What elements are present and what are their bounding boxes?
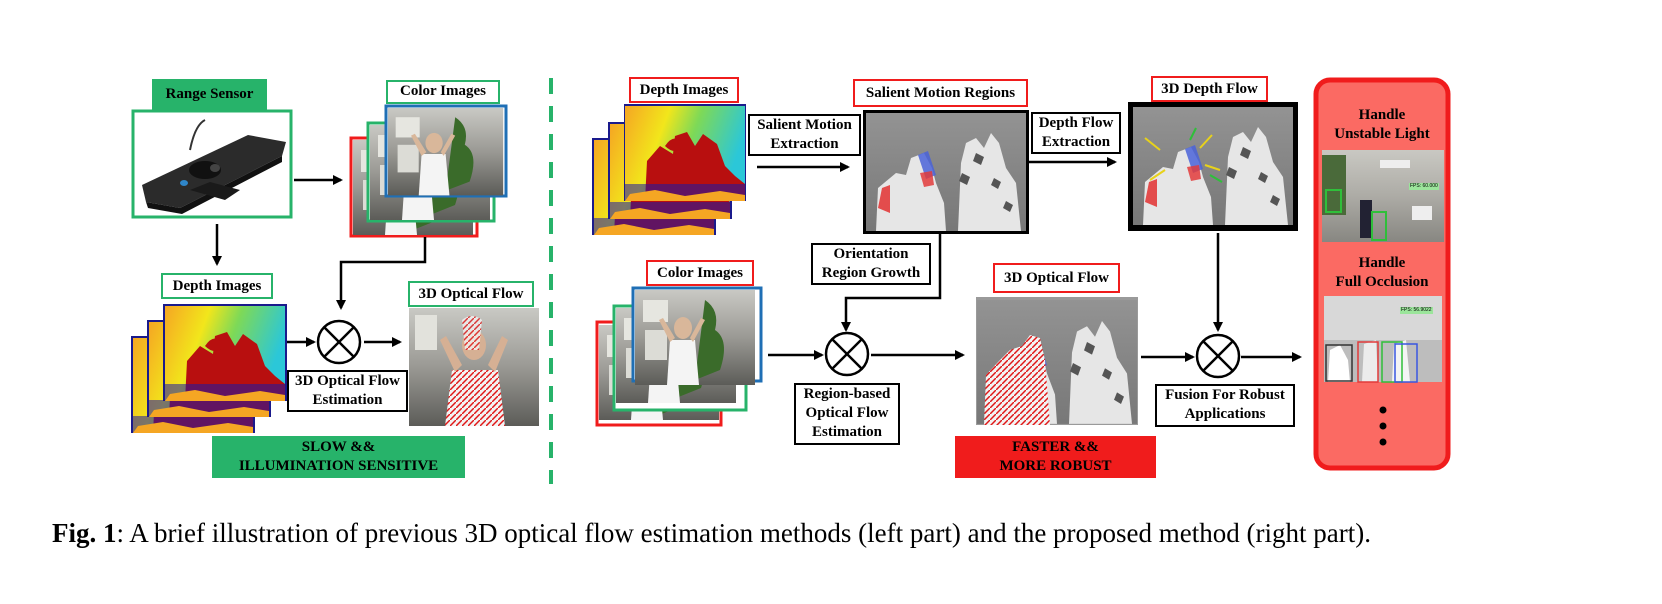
app1-line1: Handle	[1358, 107, 1406, 123]
orientation-line1: Orientation	[833, 246, 909, 262]
right-arrows	[757, 157, 1302, 362]
fusion-line1: Fusion For Robust	[1165, 387, 1285, 403]
depth-flow-extraction-label: Depth Flow Extraction	[1031, 112, 1121, 154]
depth-flow-image	[1128, 102, 1298, 231]
depth-flow-label: 3D Depth Flow	[1151, 76, 1268, 102]
depth-flow-extraction-line1: Depth Flow	[1038, 115, 1114, 131]
fusion-line2: Applications	[1184, 406, 1266, 422]
combine-operator-left	[316, 319, 362, 365]
figure-caption: Fig. 1: A brief illustration of previous…	[52, 518, 1371, 549]
app2-line2: Full Occlusion	[1335, 274, 1429, 290]
verdict-right-line2: MORE ROBUST	[999, 458, 1112, 474]
color-images-label-right: Color Images	[646, 260, 754, 286]
optical-flow-image-left	[409, 308, 539, 426]
caption-text: : A brief illustration of previous 3D op…	[116, 518, 1371, 548]
app1-title: Handle Unstable Light	[1330, 106, 1434, 144]
caption-label: Fig. 1	[52, 518, 117, 548]
salient-motion-image	[863, 110, 1029, 234]
region-based-line1: Region-based	[803, 386, 891, 402]
verdict-left-line2: ILLUMINATION SENSITIVE	[238, 458, 439, 474]
orientation-growth-label: Orientation Region Growth	[811, 243, 931, 285]
verdict-left: SLOW && ILLUMINATION SENSITIVE	[212, 436, 465, 478]
left-arrows	[212, 175, 427, 347]
region-based-line3: Estimation	[811, 424, 882, 440]
combine-operator-region	[824, 331, 870, 377]
combine-operator-fusion	[1195, 333, 1241, 379]
app1-line2: Unstable Light	[1334, 126, 1430, 142]
depth-images-stack-right	[592, 104, 746, 235]
color-images-stack-left	[349, 104, 508, 238]
salient-extraction-line1: Salient Motion	[757, 117, 852, 133]
depth-images-label-left: Depth Images	[161, 273, 273, 299]
optical-flow-label-right: 3D Optical Flow	[993, 263, 1120, 293]
depth-flow-extraction-line2: Extraction	[1041, 134, 1111, 150]
depth-images-label-right: Depth Images	[629, 77, 739, 103]
optical-flow-image-right	[976, 297, 1138, 425]
region-based-estimation-label: Region-based Optical Flow Estimation	[794, 383, 900, 445]
app2-title: Handle Full Occlusion	[1330, 254, 1434, 292]
app1-fps: FPS: 60.000	[1409, 183, 1439, 190]
salient-extraction-label: Salient Motion Extraction	[748, 114, 861, 156]
estimation-label-line1: 3D Optical Flow	[295, 373, 400, 389]
verdict-left-line1: SLOW &&	[301, 439, 376, 455]
region-based-line2: Optical Flow	[805, 405, 889, 421]
salient-extraction-line2: Extraction	[770, 136, 839, 152]
color-images-stack-right	[595, 286, 763, 427]
app2-line1: Handle	[1358, 255, 1406, 271]
salient-motion-regions-label: Salient Motion Regions	[853, 79, 1028, 107]
estimation-label-left: 3D Optical Flow Estimation	[287, 370, 408, 412]
color-images-label-left: Color Images	[386, 80, 500, 104]
range-sensor-label: Range Sensor	[152, 79, 267, 110]
depth-images-stack-left	[131, 304, 287, 433]
orientation-line2: Region Growth	[821, 265, 921, 281]
optical-flow-label-left: 3D Optical Flow	[408, 281, 534, 307]
app2-fps: FPS: 56.9022	[1400, 307, 1433, 314]
applications-panel	[1313, 77, 1451, 471]
verdict-right: FASTER && MORE ROBUST	[955, 436, 1156, 478]
estimation-label-line2: Estimation	[312, 392, 383, 408]
verdict-right-line1: FASTER &&	[1012, 439, 1099, 455]
range-sensor-image	[131, 109, 293, 219]
fusion-label: Fusion For Robust Applications	[1155, 384, 1295, 427]
